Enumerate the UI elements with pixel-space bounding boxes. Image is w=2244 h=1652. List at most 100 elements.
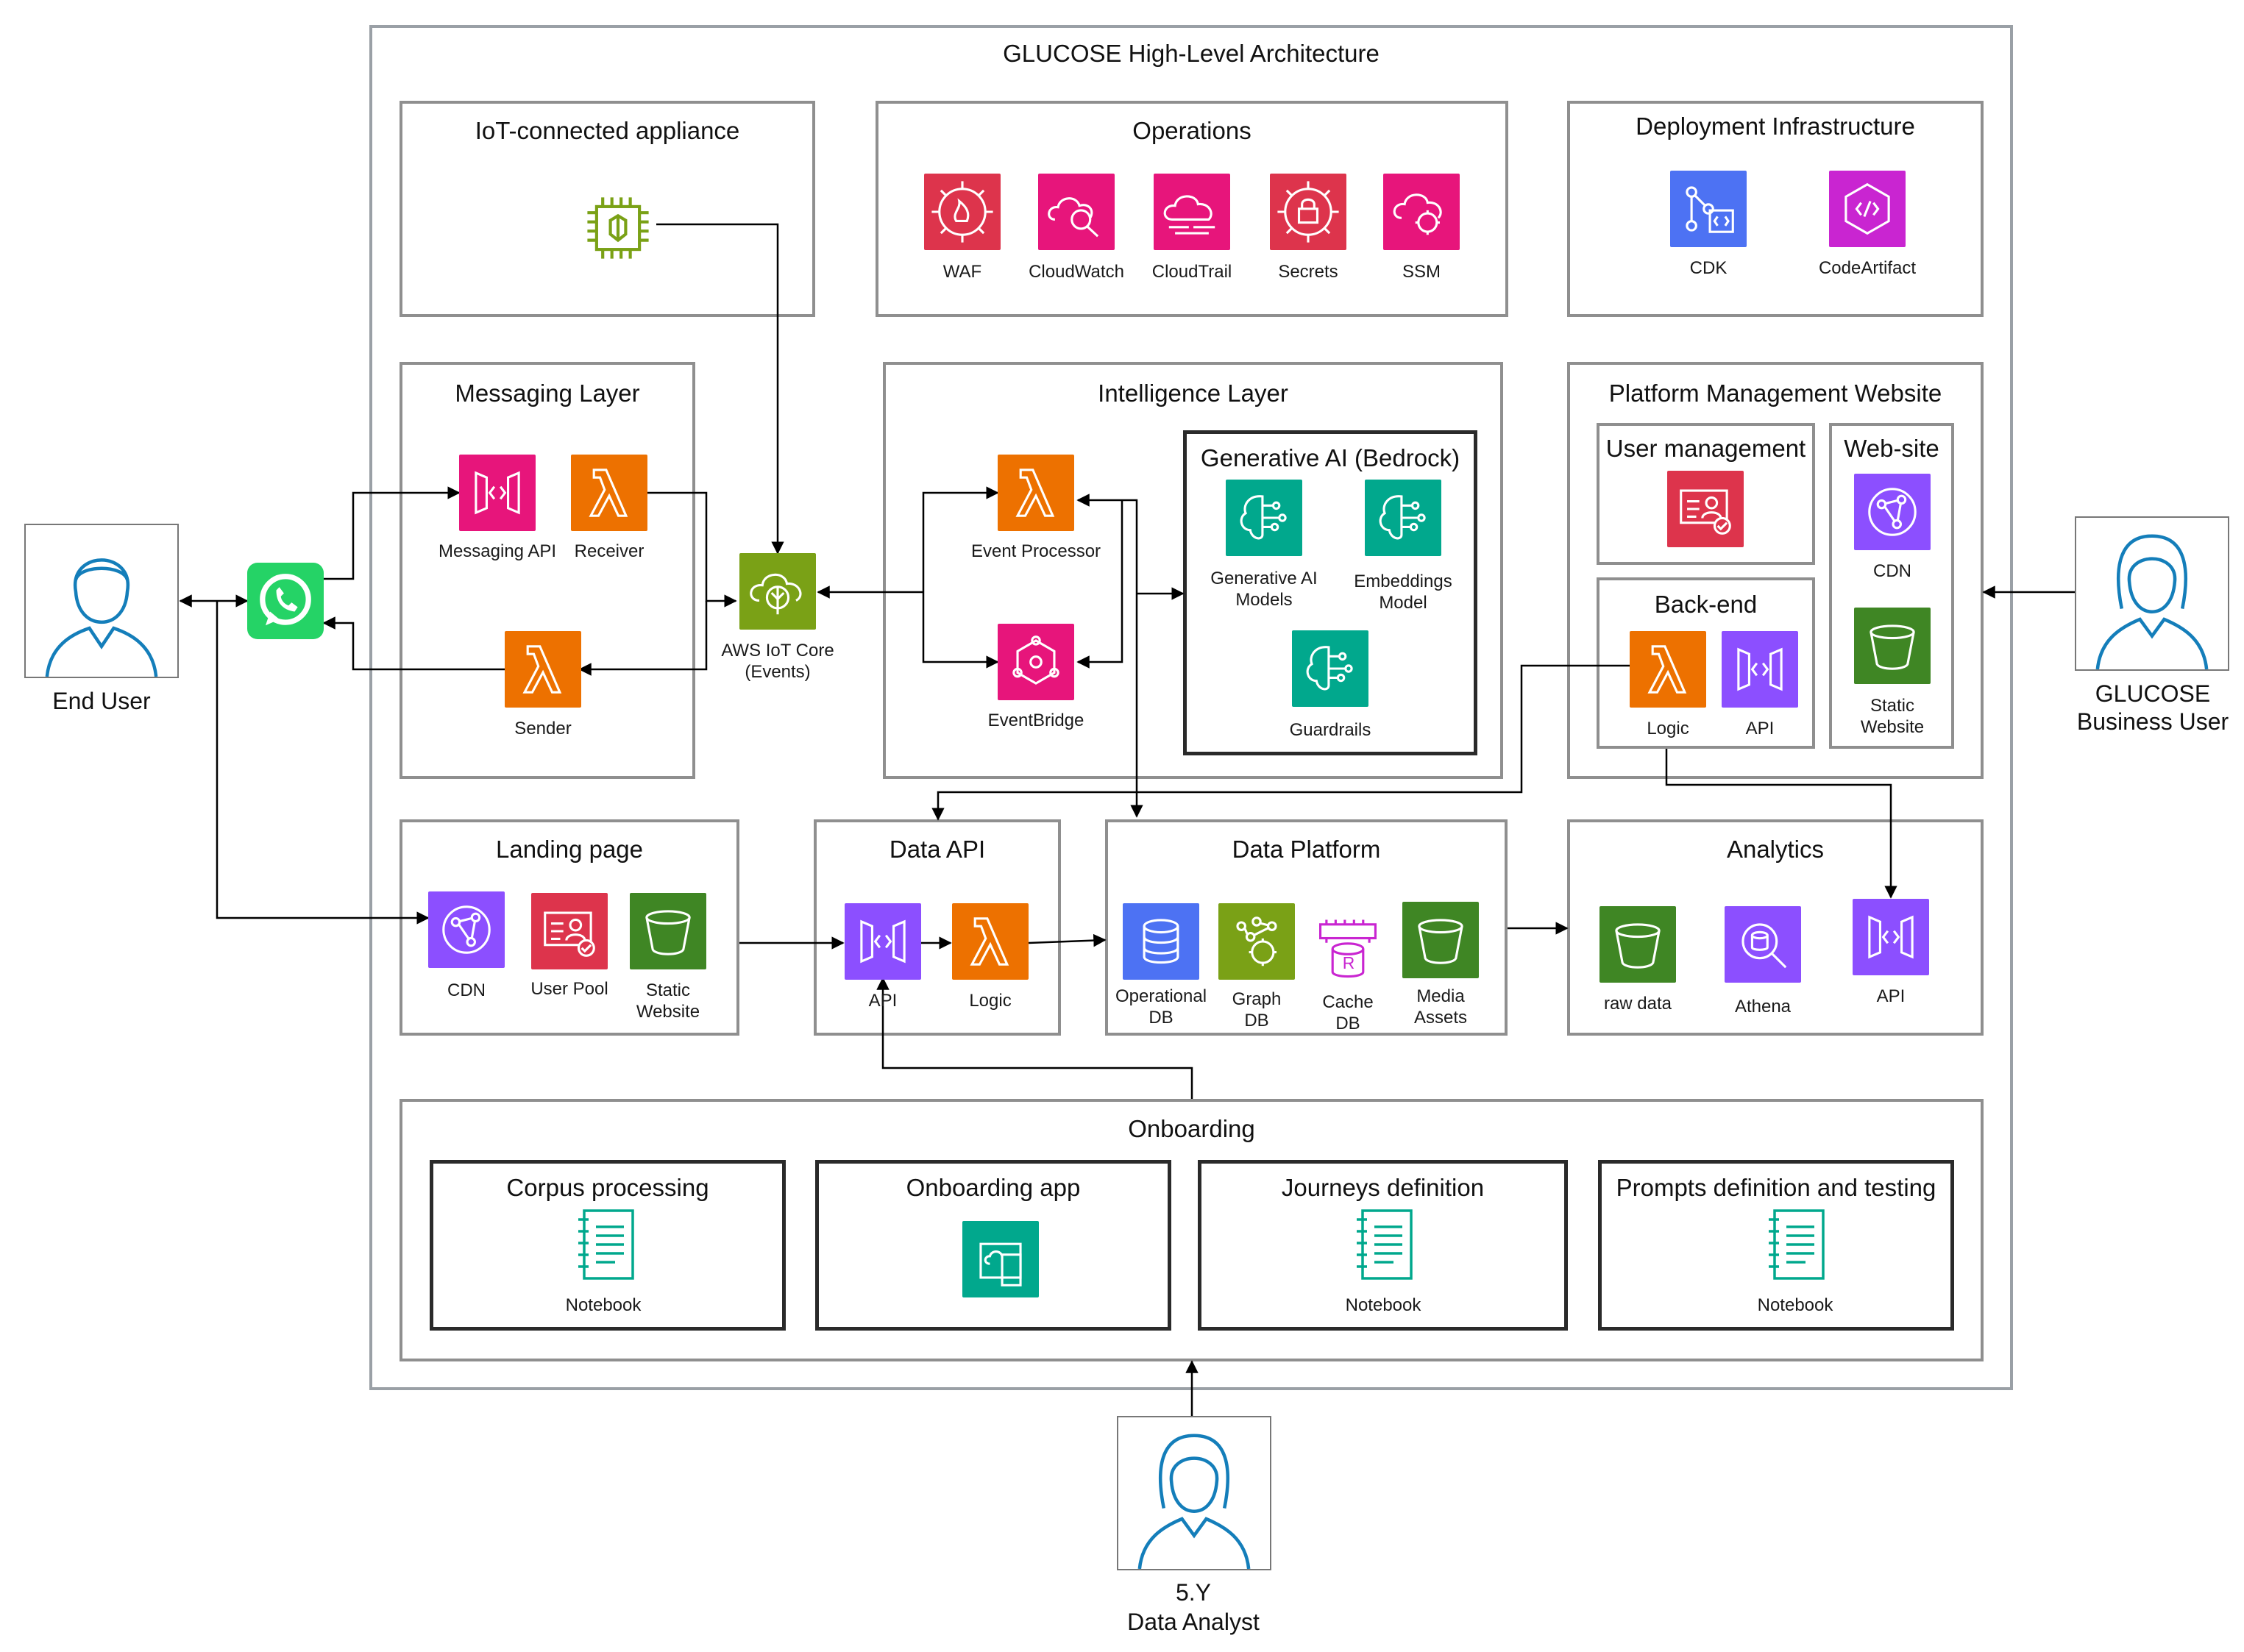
bucket-icon — [1402, 902, 1479, 978]
nb1-label: Notebook — [565, 1295, 642, 1315]
raw-data-label: raw data — [1603, 994, 1672, 1014]
media-label-1: Media — [1416, 986, 1465, 1006]
brain-icon — [1226, 480, 1302, 556]
be-logic-label: Logic — [1647, 719, 1689, 738]
group-title: Messaging Layer — [455, 380, 640, 407]
waf-label: WAF — [942, 262, 982, 282]
cdk-icon — [1670, 171, 1747, 247]
user-pool-icon — [1667, 471, 1744, 547]
cdn-icon — [428, 891, 505, 968]
pm-cdn-label: CDN — [1873, 561, 1911, 581]
notebook-icon — [572, 1206, 639, 1283]
cdk-label: CDK — [1689, 258, 1728, 278]
wire-backend-analytics — [1665, 749, 1897, 899]
codeartifact-label: CodeArtifact — [1818, 258, 1917, 278]
an-api-label: API — [1876, 986, 1906, 1006]
sender-label: Sender — [514, 719, 572, 738]
database-icon — [1218, 903, 1295, 980]
wire-backend-dataapi — [931, 664, 1630, 821]
mobile-app-icon — [962, 1221, 1039, 1297]
ssm-label: SSM — [1402, 262, 1441, 282]
wire-logic-platform — [1028, 933, 1107, 947]
analyst-label-2: Data Analyst — [1127, 1609, 1260, 1635]
lambda-icon — [571, 455, 647, 531]
embeddings-label-1: Embeddings — [1354, 572, 1452, 591]
cache-db-label-1: Cache — [1322, 992, 1374, 1012]
embeddings-label-2: Model — [1379, 593, 1427, 613]
user-icon — [45, 558, 158, 677]
wire-ep-eb — [922, 592, 999, 669]
notebook-icon — [1763, 1206, 1829, 1283]
lambda-icon — [505, 631, 581, 708]
lp-static-label-2: Website — [636, 1002, 700, 1022]
bucket-icon — [630, 893, 706, 969]
group-title: Web-site — [1844, 435, 1939, 462]
whatsapp-icon — [247, 563, 324, 639]
op-db-label-2: DB — [1148, 1008, 1174, 1028]
group-title: Platform Management Website — [1608, 380, 1942, 407]
genai-models-label-1: Generative AI — [1210, 569, 1318, 588]
bucket-icon — [1854, 608, 1931, 684]
analyst-actor — [1117, 1416, 1271, 1570]
bucket-icon — [1599, 906, 1676, 983]
cloudtrail-icon — [1154, 174, 1230, 250]
group-title: Onboarding — [1128, 1115, 1255, 1142]
eventbridge-label: EventBridge — [987, 711, 1084, 730]
graph-db-label-2: DB — [1244, 1011, 1269, 1030]
end-user-label: End User — [52, 688, 151, 714]
da-api-label: API — [868, 991, 898, 1011]
svg-text:R: R — [1343, 953, 1355, 972]
user-icon — [2095, 534, 2209, 670]
lambda-icon — [952, 903, 1029, 980]
group-title: Prompts definition and testing — [1616, 1174, 1936, 1201]
database-icon — [1123, 903, 1199, 980]
group-title: Data API — [889, 836, 986, 863]
group-messaging: Messaging Layer — [400, 362, 695, 779]
lp-userpool-label: User Pool — [530, 979, 608, 999]
api-gateway-icon — [1853, 899, 1929, 975]
media-label-2: Assets — [1413, 1008, 1468, 1028]
event-processor-label: Event Processor — [970, 541, 1101, 561]
messaging-api-label: Messaging API — [438, 541, 557, 561]
iot-core-icon — [739, 553, 816, 630]
athena-icon — [1725, 906, 1801, 983]
api-gateway-icon — [459, 455, 536, 531]
pm-static-label-1: Static — [1870, 696, 1915, 716]
group-title: Generative AI (Bedrock) — [1200, 444, 1460, 471]
analyst-label-1: 5.Y — [1175, 1579, 1212, 1606]
user-pool-icon — [531, 893, 608, 969]
nb2-label: Notebook — [1345, 1295, 1421, 1315]
diagram-title: GLUCOSE High-Level Architecture — [1003, 40, 1380, 67]
group-prompts: Prompts definition and testing — [1598, 1160, 1954, 1331]
business-user-actor — [2075, 516, 2229, 671]
wire-receiver-iot — [647, 491, 737, 608]
wire-sender-whatsapp — [322, 616, 505, 671]
user-icon — [1137, 1434, 1251, 1570]
group-title: Onboarding app — [906, 1174, 1081, 1201]
genai-models-label-2: Models — [1235, 590, 1293, 610]
group-title: Landing page — [495, 836, 644, 863]
nb3-label: Notebook — [1757, 1295, 1833, 1315]
group-title: Intelligence Layer — [1098, 380, 1288, 407]
group-title: IoT-connected appliance — [475, 117, 740, 144]
cloudwatch-icon — [1038, 174, 1115, 250]
business-user-label-2: Business User — [2076, 708, 2229, 735]
graph-db-label-1: Graph — [1232, 989, 1282, 1009]
secrets-icon — [1270, 174, 1346, 250]
op-db-label-1: Operational — [1115, 986, 1207, 1006]
group-title: Data Platform — [1232, 836, 1381, 863]
brain-icon — [1292, 630, 1368, 707]
group-title: Corpus processing — [506, 1174, 709, 1201]
lambda-icon — [1630, 631, 1706, 708]
wire-eb-right — [1076, 500, 1123, 669]
database-icon: R — [1310, 909, 1386, 986]
group-title: Journeys definition — [1281, 1174, 1485, 1201]
wire-iot-sender — [578, 601, 708, 676]
lambda-icon — [998, 455, 1074, 531]
lp-cdn-label: CDN — [447, 980, 486, 1000]
group-title: User management — [1605, 435, 1806, 462]
group-title: Back-end — [1654, 591, 1758, 618]
cache-db-label-2: DB — [1335, 1014, 1360, 1033]
be-api-label: API — [1745, 719, 1775, 738]
